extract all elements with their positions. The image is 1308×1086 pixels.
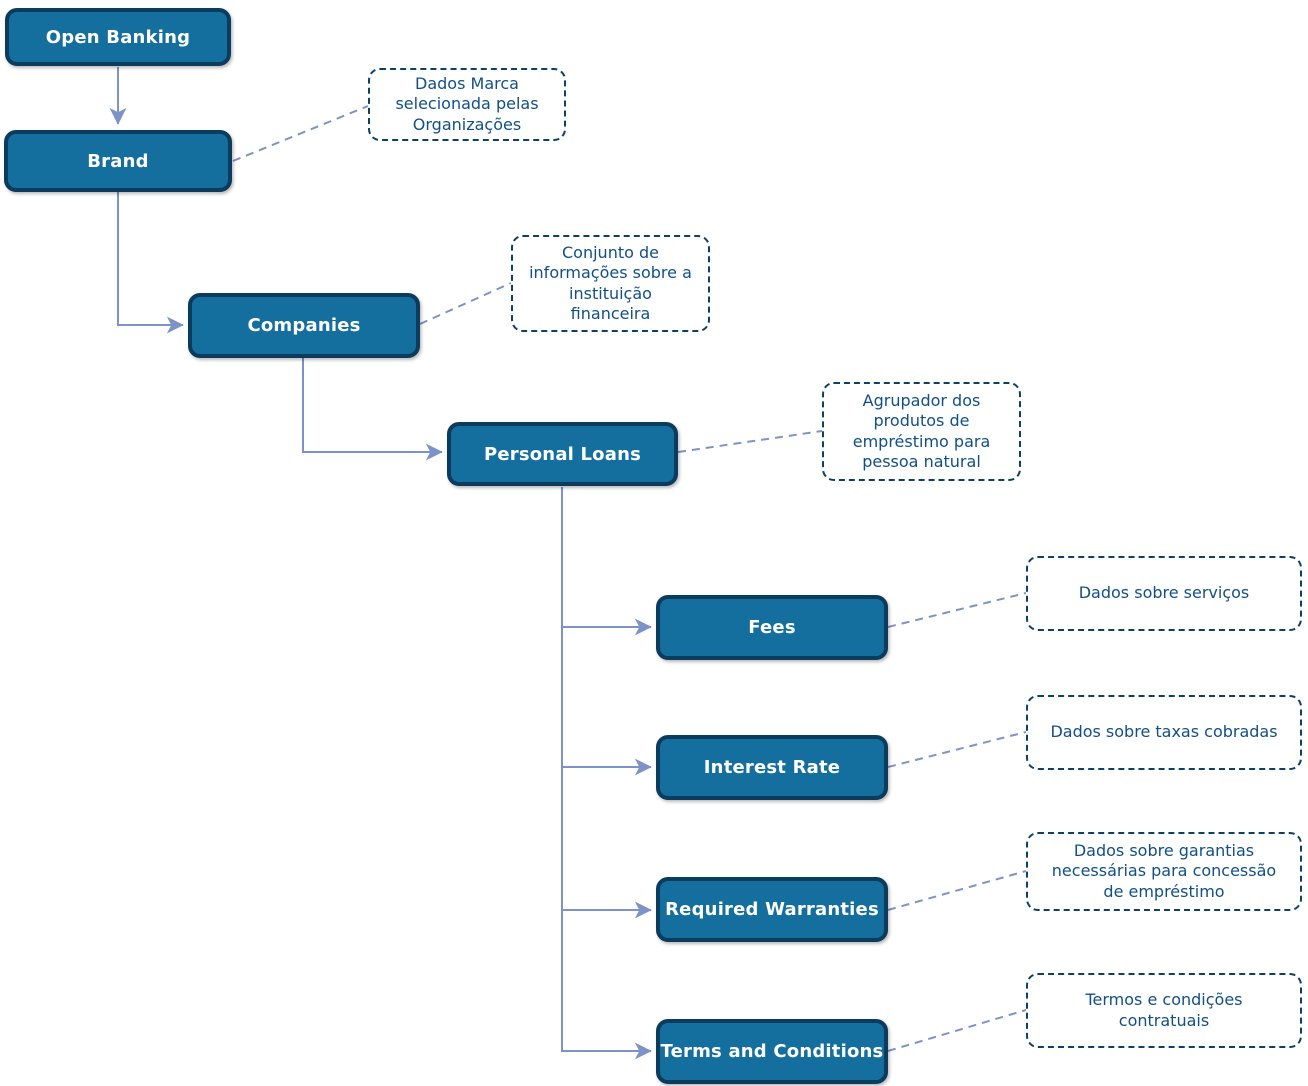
callout-companies-note: Conjunto de informações sobre a institui… xyxy=(511,235,710,332)
callout-interest-rate-note: Dados sobre taxas cobradas xyxy=(1026,695,1302,770)
node-terms-and-conditions: Terms and Conditions xyxy=(656,1019,888,1084)
link-fees-note xyxy=(887,592,1027,628)
node-open-banking: Open Banking xyxy=(5,8,231,66)
edge-brand-companies xyxy=(117,192,184,334)
node-fees: Fees xyxy=(656,595,888,660)
callout-brand-note: Dados Marca selecionada pelas Organizaçõ… xyxy=(368,68,566,141)
link-terms-note xyxy=(887,1009,1027,1052)
callout-fees-note: Dados sobre serviços xyxy=(1026,556,1302,631)
callout-required-warranties-note: Dados sobre garantias necessárias para c… xyxy=(1026,832,1302,911)
link-companies-note xyxy=(419,282,512,325)
node-required-warranties: Required Warranties xyxy=(656,877,888,942)
node-brand: Brand xyxy=(4,130,232,192)
link-warranties-note xyxy=(887,870,1027,911)
callout-terms-and-conditions-note: Termos e condições contratuais xyxy=(1026,973,1302,1048)
edge-companies-personalloans xyxy=(302,358,443,461)
node-personal-loans: Personal Loans xyxy=(447,422,678,486)
edge-personalloans-terms xyxy=(561,487,652,1060)
node-companies: Companies xyxy=(188,293,420,358)
callout-personal-loans-note: Agrupador dos produtos de empréstimo par… xyxy=(822,382,1021,481)
link-interestrate-note xyxy=(887,731,1027,768)
link-personalloans-note xyxy=(677,430,823,453)
node-interest-rate: Interest Rate xyxy=(656,735,888,800)
link-brand-note xyxy=(232,105,369,162)
